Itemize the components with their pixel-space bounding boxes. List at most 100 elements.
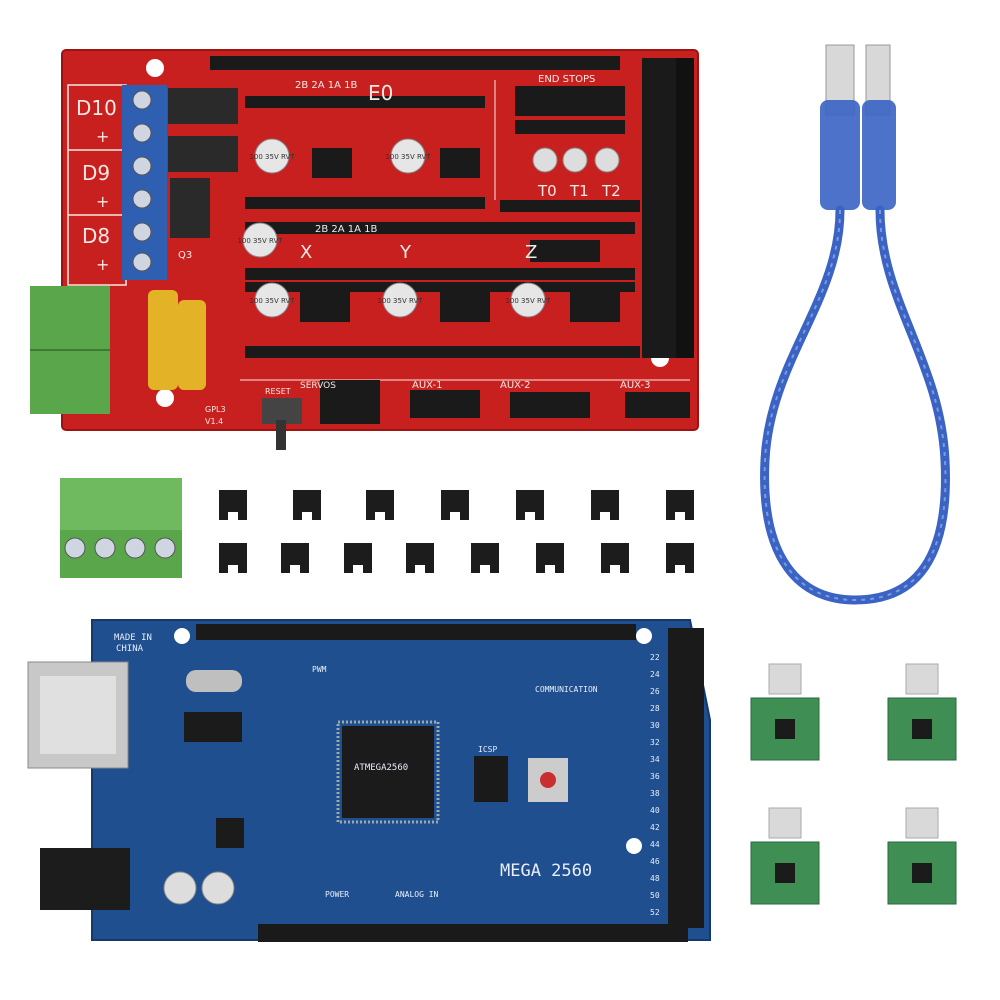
capacitor: 100 35V RVT	[249, 282, 295, 318]
label-icsp: ICSP	[478, 745, 497, 754]
ramps-board: 100 35V RVT 100 35V RVT 100 35V RVT 100 35V…	[30, 49, 699, 450]
label-x: X	[300, 242, 312, 263]
label-china: CHINA	[116, 644, 144, 654]
capacitors: 100 35V RVT 100 35V RVT 100 35V RVT 100 35V…	[237, 138, 551, 318]
label-plus-2: +	[96, 192, 109, 211]
stepper-driver	[887, 663, 957, 761]
mega-bottom-header	[258, 924, 688, 942]
label-aux3: AUX-3	[620, 380, 650, 391]
jumper-headers	[300, 148, 690, 424]
atmega-chip	[336, 720, 440, 824]
pin-number: 50	[650, 891, 660, 900]
capacitor: 100 35V RVT	[385, 138, 431, 174]
label-plus-1: +	[96, 127, 109, 146]
label-d9: D9	[82, 161, 110, 185]
label-d10: D10	[76, 96, 117, 120]
mega-pin-numbers: 22 24 26 28 30 32 34 36 38 40 42 44 46 48 50 52	[650, 653, 660, 917]
mega-capacitors	[163, 871, 235, 905]
capacitor: 100 35V RVT	[237, 222, 283, 258]
jumper	[601, 543, 629, 575]
fuses	[148, 290, 206, 390]
pin-number: 32	[650, 738, 660, 747]
jumpers	[219, 490, 694, 575]
stepper-driver	[750, 807, 820, 905]
label-made-in: MADE IN	[114, 633, 152, 643]
jumper	[366, 490, 394, 522]
label-power: POWER	[325, 890, 349, 899]
pin-number: 42	[650, 823, 660, 832]
stepper-drivers	[750, 663, 957, 905]
right-header	[642, 58, 694, 358]
pin-number: 40	[650, 806, 660, 815]
top-header-strip	[210, 56, 620, 70]
capacitor-label: 100 35V RVT	[249, 153, 295, 161]
pin-number: 24	[650, 670, 660, 679]
label-servos: SERVOS	[300, 381, 336, 391]
capacitor-label: 100 35V RVT	[377, 297, 423, 305]
usb-chip	[184, 712, 242, 742]
mega-board: MADE IN CHINA MEGA 2560 ATMEGA2560 ICSP …	[27, 619, 711, 942]
driver-sockets	[245, 86, 640, 358]
jumper	[344, 543, 372, 575]
capacitor-label: 100 35V RVT	[249, 297, 295, 305]
pin-number: 30	[650, 721, 660, 730]
jumper	[441, 490, 469, 522]
capacitor-label: 100 35V RVT	[505, 297, 551, 305]
jumper	[471, 543, 499, 575]
jumper	[219, 490, 247, 522]
label-analog-in: ANALOG IN	[395, 890, 439, 899]
label-t1: T1	[569, 182, 589, 200]
ramps-reset-button	[262, 398, 302, 450]
label-y: Y	[399, 242, 412, 263]
label-version: V1.4	[205, 417, 223, 426]
label-reset: RESET	[265, 387, 291, 396]
label-aux2: AUX-2	[500, 380, 530, 391]
label-chip: ATMEGA2560	[354, 763, 408, 773]
label-communication: COMMUNICATION	[535, 685, 598, 694]
stepper-driver	[887, 807, 957, 905]
blue-screw-terminal	[122, 85, 167, 280]
pin-number: 46	[650, 857, 660, 866]
label-t0: T0	[537, 182, 557, 200]
label-gpl: GPL3	[205, 405, 226, 414]
label-end-stops: END STOPS	[538, 74, 595, 85]
crystal	[186, 670, 242, 692]
usb-cable	[760, 44, 950, 605]
pin-number: 26	[650, 687, 660, 696]
label-plus-3: +	[96, 255, 109, 274]
icsp-header	[474, 756, 508, 802]
label-d8: D8	[82, 224, 110, 248]
pin-number: 34	[650, 755, 660, 764]
capacitor-label: 100 35V RVT	[237, 237, 283, 245]
capacitor: 100 35V RVT	[377, 282, 423, 318]
mosfets	[168, 88, 238, 238]
mega-right-header	[668, 628, 704, 928]
label-t2: T2	[601, 182, 621, 200]
jumper	[293, 490, 321, 522]
mega-top-header	[196, 624, 636, 640]
pin-number: 44	[650, 840, 660, 849]
pin-number: 52	[650, 908, 660, 917]
label-model: MEGA 2560	[500, 861, 592, 881]
jumper	[219, 543, 247, 575]
jumper	[666, 490, 694, 522]
stepper-driver	[750, 663, 820, 761]
capacitor-label: 100 35V RVT	[385, 153, 431, 161]
jumper	[536, 543, 564, 575]
jumper	[591, 490, 619, 522]
jumper	[406, 543, 434, 575]
capacitor: 100 35V RVT	[505, 282, 551, 318]
pin-number: 48	[650, 874, 660, 883]
pin-number: 38	[650, 789, 660, 798]
label-pwm: PWM	[312, 665, 327, 674]
pin-number: 28	[650, 704, 660, 713]
jumper	[666, 543, 694, 575]
pin-number: 22	[650, 653, 660, 662]
thermistor-caps	[532, 147, 620, 173]
pin-number: 36	[650, 772, 660, 781]
ramps-power-terminal	[30, 286, 110, 414]
label-pins-e0: 2B 2A 1A 1B	[295, 80, 358, 91]
label-pins-x: 2B 2A 1A 1B	[315, 224, 378, 235]
green-terminal-plug	[60, 478, 182, 578]
